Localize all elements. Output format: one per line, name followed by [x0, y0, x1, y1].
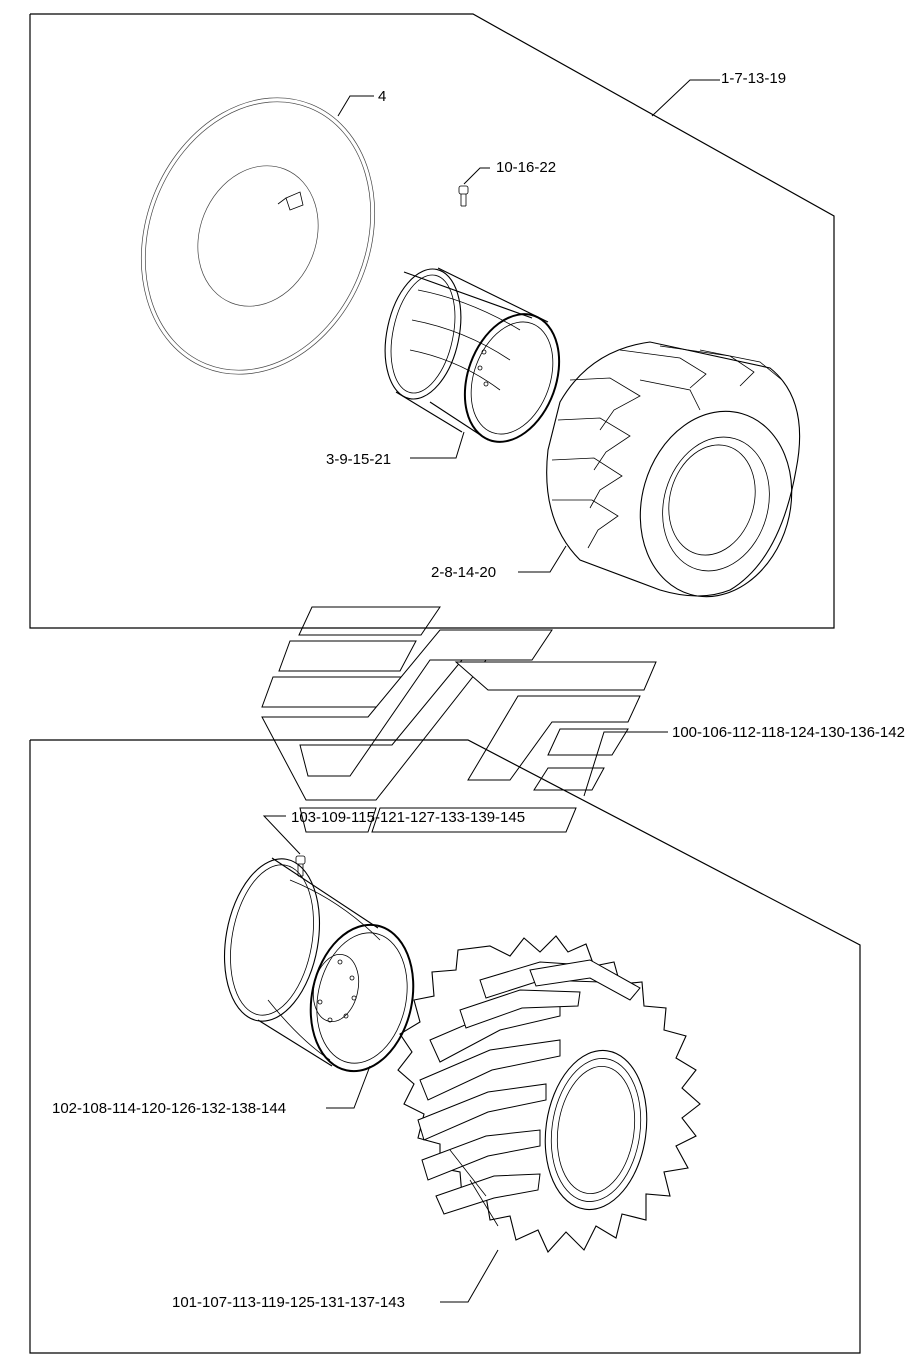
- label-valve-lower: 103-109-115-121-127-133-139-145: [291, 809, 525, 826]
- tire-lower-part: [397, 935, 701, 1253]
- label-tire-upper: 2-8-14-20: [431, 564, 496, 581]
- inner-tube-part: [140, 97, 376, 375]
- rim-upper-part: [384, 267, 561, 443]
- label-rim-upper: 3-9-15-21: [326, 451, 391, 468]
- upper-frame: [29, 13, 835, 629]
- label-tire-lower: 101-107-113-119-125-131-137-143: [172, 1294, 405, 1311]
- watermark-logo: [261, 606, 657, 833]
- part-labels: 1-7-13-19 4 10-16-22 3-9-15-21 2-8-14-20…: [52, 70, 905, 1311]
- label-tube: 4: [378, 88, 386, 105]
- lower-leader-lines: [262, 731, 668, 1303]
- tire-upper-part: [546, 341, 801, 598]
- rim-lower-part: [223, 857, 415, 1073]
- label-tire-set-upper: 1-7-13-19: [721, 70, 786, 87]
- label-valve-upper: 10-16-22: [496, 159, 556, 176]
- label-wheel-set-lower: 100-106-112-118-124-130-136-142: [672, 724, 905, 741]
- label-rim-lower: 102-108-114-120-126-132-138-144: [52, 1100, 286, 1117]
- lower-frame: [29, 739, 861, 1354]
- valve-lower-part: [295, 855, 306, 877]
- valve-upper-part: [458, 185, 469, 207]
- upper-leader-lines: [337, 79, 720, 573]
